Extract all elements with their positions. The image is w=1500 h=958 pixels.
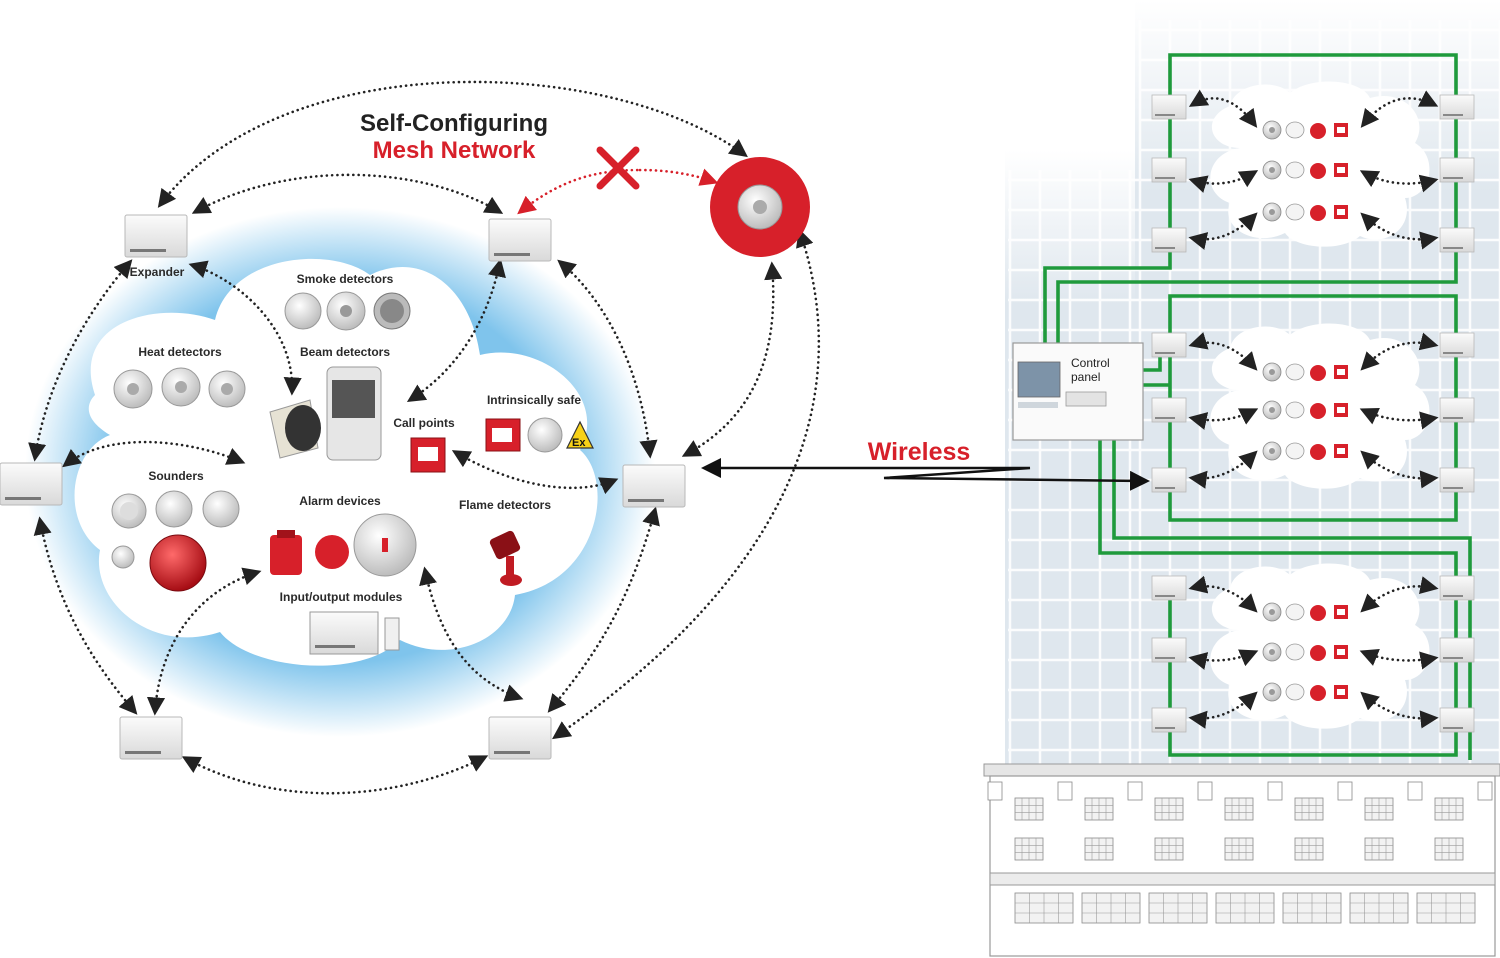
building-base [983, 763, 1500, 957]
title-line1: Self-Configuring [360, 110, 548, 137]
expander-unit-bottom-left [119, 716, 183, 760]
label-smoke-detectors: Smoke detectors [297, 272, 394, 286]
isolated-detector-icon [710, 157, 810, 257]
control-panel: Control panel [1012, 342, 1144, 441]
control-panel-label-line2: panel [1071, 370, 1100, 384]
expander-unit-right [622, 464, 686, 508]
ex-mark-text: Ex [572, 437, 586, 449]
expander-unit-top-left [124, 214, 188, 258]
beam-detector-icons [269, 366, 382, 461]
expander-unit-bottom-right [488, 716, 552, 760]
expander-unit-left [0, 462, 63, 506]
floor-links [1188, 89, 1439, 729]
mesh-links [28, 80, 821, 795]
label-sounders: Sounders [148, 469, 204, 483]
heat-detector-icons [113, 367, 246, 409]
label-expander: Expander [130, 265, 185, 279]
title-line2: Mesh Network [373, 137, 536, 164]
label-io-modules: Input/output modules [280, 590, 403, 604]
control-panel-label-line1: Control [1071, 356, 1110, 370]
wireless-link [701, 458, 1150, 491]
sounder-icons [111, 490, 240, 592]
label-flame-detectors: Flame detectors [459, 498, 551, 512]
label-call-points: Call points [393, 416, 455, 430]
label-wireless: Wireless [868, 438, 971, 466]
failed-link-cross-icon [596, 146, 640, 190]
flame-detector-icon [489, 530, 522, 586]
smoke-detector-icons [284, 291, 411, 331]
label-beam-detectors: Beam detectors [300, 345, 390, 359]
io-module-icons [309, 611, 400, 655]
label-intrinsically-safe: Intrinsically safe [487, 393, 581, 407]
label-alarm-devices: Alarm devices [299, 494, 381, 508]
expander-unit-top-center [488, 218, 552, 262]
alarm-device-icons [270, 513, 417, 577]
label-heat-detectors: Heat detectors [138, 345, 222, 359]
intrinsically-safe-icons: Ex [485, 417, 594, 453]
call-point-icon [410, 437, 446, 473]
